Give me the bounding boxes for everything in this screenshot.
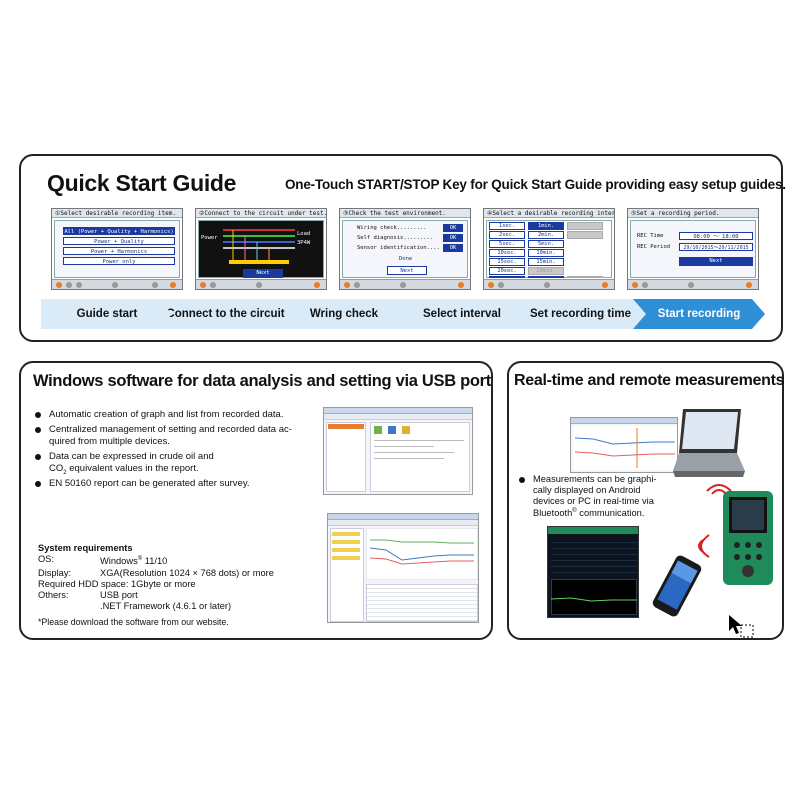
realtime-panel: Real-time and remote measurements Measur…: [507, 361, 785, 640]
pc-graph-screenshot: [570, 417, 678, 473]
step-wring-check: Wring check: [278, 299, 410, 329]
step-guide-start: Guide start: [41, 299, 173, 329]
android-screenshot: [547, 526, 639, 618]
quick-start-title: Quick Start Guide: [47, 170, 237, 196]
wiring-diagram-icon: [223, 229, 295, 264]
interval-20sec[interactable]: 20sec.: [489, 267, 525, 275]
rec-period-label: REC Period: [637, 244, 671, 250]
feature-bullet: Automatic creation of graph and list fro…: [35, 409, 325, 421]
sensor-identification-label: Sensor identification....: [357, 245, 440, 251]
rec-time-value[interactable]: 08:00 ～ 18:00: [679, 232, 753, 240]
next-button[interactable]: Next: [243, 269, 283, 278]
self-diagnosis-label: Self diagnosis.........: [357, 235, 434, 241]
interval-1sec[interactable]: 1sec.: [489, 222, 525, 230]
wireless-signal-icon: [698, 534, 710, 558]
interval-15min[interactable]: 15min.: [528, 258, 564, 266]
setup-steps: Guide start Connect to the circuit Wring…: [41, 299, 765, 329]
sensor-identification-status: OK: [443, 244, 463, 252]
interval-disabled: [567, 231, 603, 239]
screen-select-item: ①Select desirable recording item. All (P…: [51, 208, 183, 290]
interval-5sec[interactable]: 5sec.: [489, 240, 525, 248]
screen-header: ①Select desirable recording item.: [52, 209, 182, 218]
quick-start-subtitle: One-Touch START/STOP Key for Quick Start…: [285, 177, 786, 192]
realtime-bullet: Measurements can be graphi- cally displa…: [519, 474, 679, 519]
load-label: Load: [297, 231, 311, 237]
android-graph-icon: [551, 597, 637, 602]
next-button[interactable]: Next: [387, 266, 427, 275]
interval-15sec[interactable]: 15sec.: [489, 258, 525, 266]
rec-time-label: REC Time: [637, 233, 664, 239]
download-note: *Please download the software from our w…: [38, 617, 229, 627]
cursor-icon: [729, 615, 754, 638]
step-set-recording-time: Set recording time: [514, 299, 647, 329]
rec-period-value[interactable]: 29/10/2015～29/11/2015: [679, 243, 753, 251]
option-all[interactable]: All (Power + Quality + Harmonics): [63, 227, 175, 235]
laptop-icon: [673, 409, 745, 477]
next-button[interactable]: Next: [679, 257, 753, 266]
option-power-harmonics[interactable]: Power + Harmonics: [63, 247, 175, 255]
interval-10min[interactable]: 10min.: [528, 249, 564, 257]
power-label: Power: [201, 235, 218, 241]
wiring-check-status: OK: [443, 224, 463, 232]
interval-5min[interactable]: 5min.: [528, 240, 564, 248]
wiring-check-label: Wiring check.........: [357, 225, 427, 231]
software-screenshot-graph: [327, 513, 479, 623]
interval-20min[interactable]: 20min.: [528, 267, 564, 275]
step-connect-circuit: Connect to the circuit: [159, 299, 292, 329]
system-requirements: System requirements OS:Windows® 11/10 Di…: [38, 543, 274, 612]
step-select-interval: Select interval: [396, 299, 528, 329]
trend-graph-icon: [366, 528, 478, 580]
screen-check-environment: ③Check the test environment. Wiring chec…: [339, 208, 471, 290]
interval-cycle: 150/180cycle: [567, 276, 603, 278]
step-start-recording: Start recording: [633, 299, 765, 329]
windows-software-title: Windows software for data analysis and s…: [33, 372, 491, 390]
quick-start-panel: Quick Start Guide One-Touch START/STOP K…: [19, 154, 786, 342]
screen-connect-circuit: ②Connect to the circuit under test. Powe…: [195, 208, 327, 290]
screen-header: ②Connect to the circuit under test.: [196, 209, 326, 218]
screen-header: ④Select a desirable recording interval.: [484, 209, 614, 218]
screen-select-interval: ④Select a desirable recording interval. …: [483, 208, 615, 290]
interval-30sec[interactable]: 30sec.: [489, 276, 525, 278]
option-power-quality[interactable]: Power + Quality: [63, 237, 175, 245]
self-diagnosis-status: OK: [443, 234, 463, 242]
interval-1min[interactable]: 1min.: [528, 222, 564, 230]
option-power-only[interactable]: Power only: [63, 257, 175, 265]
interval-10sec[interactable]: 10sec.: [489, 249, 525, 257]
feature-bullet: EN 50160 report can be generated after s…: [35, 478, 325, 490]
software-screenshot-settings: [323, 407, 473, 495]
interval-2sec[interactable]: 2sec.: [489, 231, 525, 239]
wiring-type-label: 3P4W: [297, 240, 311, 246]
screen-header: ⑤Set a recording period.: [628, 209, 758, 218]
done-label: Done: [399, 256, 413, 262]
screen-recording-period: ⑤Set a recording period. REC Time 08:00 …: [627, 208, 759, 290]
smartphone-icon: [652, 555, 702, 617]
screen-header: ③Check the test environment.: [340, 209, 470, 218]
windows-software-panel: Windows software for data analysis and s…: [19, 361, 493, 640]
feature-bullet: Centralized management of setting and re…: [35, 424, 325, 447]
realtime-title: Real-time and remote measurements: [514, 372, 785, 389]
interval-30min[interactable]: 30min.: [528, 276, 564, 278]
interval-disabled: [567, 222, 603, 230]
power-analyzer-icon: [723, 491, 773, 585]
realtime-graph-icon: [573, 426, 677, 470]
interval-2min[interactable]: 2min.: [528, 231, 564, 239]
